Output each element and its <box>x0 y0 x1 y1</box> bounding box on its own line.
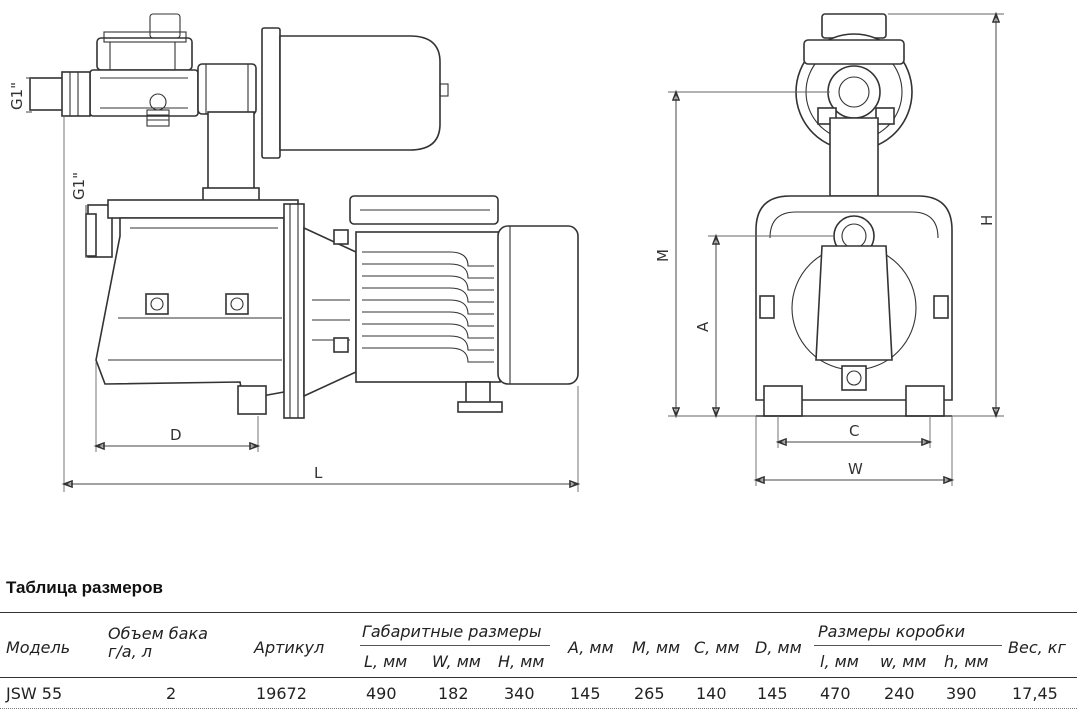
cell-model: JSW 55 <box>6 684 63 703</box>
pressure-tank <box>261 27 449 159</box>
cell-tank-volume: 2 <box>166 684 177 703</box>
header-model: Модель <box>6 638 71 657</box>
header-h: H, мм <box>498 652 545 671</box>
header-box-w: w, мм <box>880 652 927 671</box>
dim-label-a: A <box>694 321 712 332</box>
dim-label-h: H <box>978 215 996 226</box>
table-rule-top <box>0 612 1077 613</box>
table-title: Таблица размеров <box>6 578 163 597</box>
dim-label-l: L <box>314 464 323 482</box>
header-box-dimensions: Размеры коробки <box>818 622 966 641</box>
front-view: M A H C W <box>654 11 1004 486</box>
inlet-thread-label: G1" <box>8 82 26 110</box>
header-box-l: l, мм <box>820 652 859 671</box>
box-dimensions-underline <box>814 645 1002 646</box>
header-m: M, мм <box>632 638 681 657</box>
cell-w: 182 <box>438 684 469 703</box>
front-tank <box>795 13 913 151</box>
cell-c: 140 <box>696 684 727 703</box>
cell-weight: 17,45 <box>1012 684 1058 703</box>
cell-article: 19672 <box>256 684 307 703</box>
cell-box-w: 240 <box>884 684 915 703</box>
table-rule-bottom <box>0 708 1077 709</box>
header-weight: Вес, кг <box>1008 638 1066 657</box>
header-article: Артикул <box>254 638 325 657</box>
header-box-h: h, мм <box>944 652 989 671</box>
cell-h: 340 <box>504 684 535 703</box>
pump-technical-drawing: G1" G1" D L <box>8 11 1004 492</box>
header-tank-volume-2: г/а, л <box>108 642 152 661</box>
motor <box>349 195 579 413</box>
cell-box-l: 470 <box>820 684 851 703</box>
cell-l: 490 <box>366 684 397 703</box>
header-overall-dimensions: Габаритные размеры <box>362 622 542 641</box>
dim-label-m: M <box>654 249 672 262</box>
header-l: L, мм <box>364 652 408 671</box>
dim-label-d: D <box>170 426 182 444</box>
header-a: A, мм <box>568 638 614 657</box>
header-w: W, мм <box>432 652 481 671</box>
lantern-bracket <box>303 226 357 398</box>
outlet-thread-label: G1" <box>70 172 88 200</box>
cell-m: 265 <box>634 684 665 703</box>
overall-dimensions-underline <box>360 645 550 646</box>
pump-head <box>87 199 305 419</box>
front-pump-body <box>755 195 953 417</box>
table-rule-header <box>0 677 1077 678</box>
header-c: C, мм <box>694 638 740 657</box>
header-d: D, мм <box>755 638 802 657</box>
dim-label-w: W <box>848 460 863 478</box>
cell-a: 145 <box>570 684 601 703</box>
cell-d: 145 <box>757 684 788 703</box>
header-tank-volume-1: Объем бака <box>108 624 208 643</box>
upper-inlet-pipe <box>29 71 91 117</box>
dim-label-c: C <box>849 422 859 440</box>
cell-box-h: 390 <box>946 684 977 703</box>
pressure-switch <box>89 13 199 127</box>
side-view: G1" G1" D L <box>8 13 581 492</box>
